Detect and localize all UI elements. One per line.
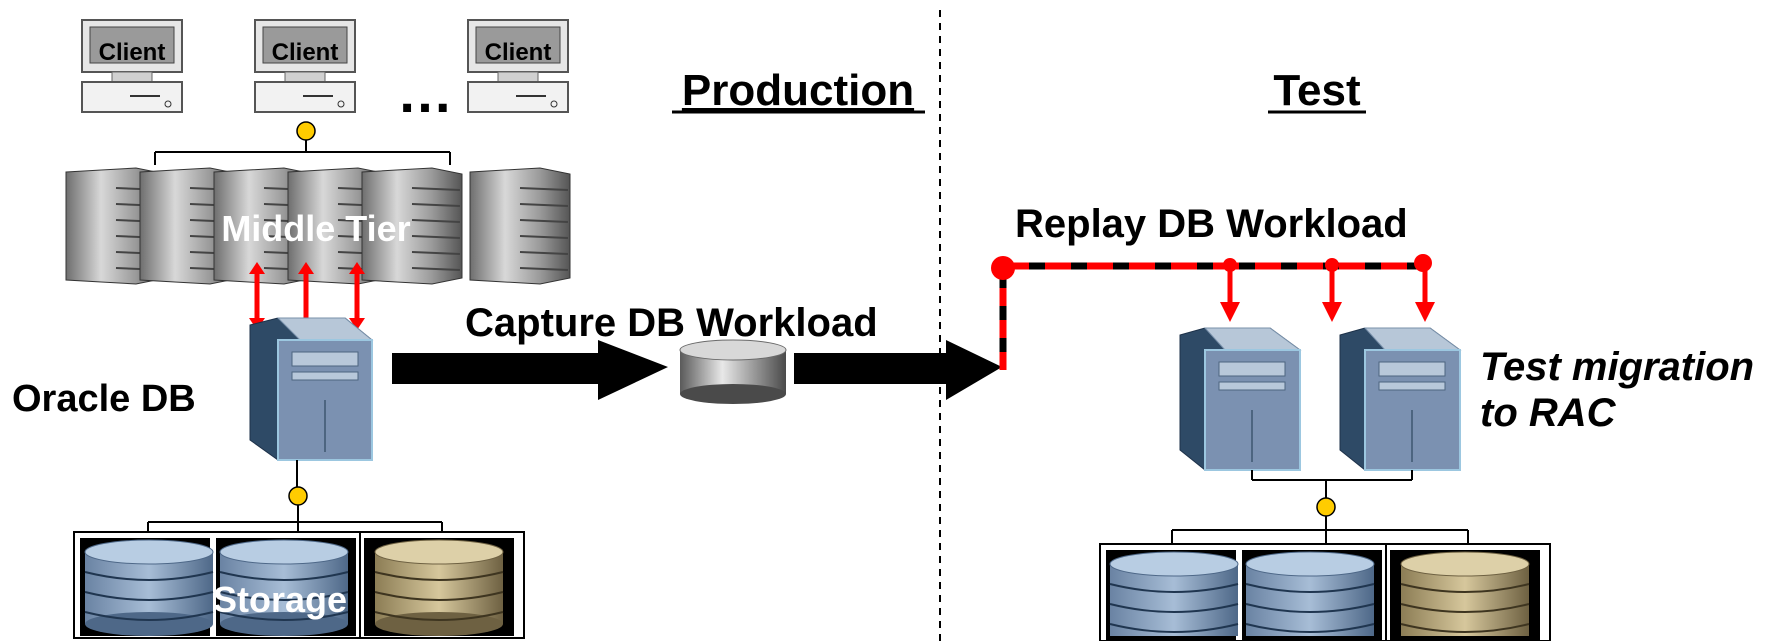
replay-bus: [991, 254, 1432, 370]
test-cluster-bus: [1171, 470, 1469, 544]
client-hub-connector: [296, 121, 316, 141]
capture-label: Capture DB Workload: [465, 301, 878, 345]
capture-storage-disk: [679, 339, 787, 404]
test-storage-disk-1: [1109, 551, 1239, 636]
test-storage-array: [1099, 543, 1551, 641]
clients-ellipsis: …: [397, 61, 453, 124]
replay-arrows: [1220, 266, 1435, 322]
test-storage-disk-2: [1245, 551, 1375, 636]
production-storage-array: [73, 531, 525, 639]
client-1-label: Client: [99, 39, 166, 66]
middle-tier-servers: [65, 167, 571, 285]
test-migration-line1: Test migration: [1480, 345, 1754, 389]
storage-disk-1: [84, 539, 214, 636]
test-storage-hub-connector: [1316, 497, 1336, 517]
production-title: Production: [682, 66, 914, 115]
storage-bus: [147, 505, 443, 532]
capture-arrow: [392, 340, 668, 400]
storage-hub-connector: [288, 486, 308, 506]
client-1: Client: [81, 19, 183, 113]
middle-tier-server-6: [469, 167, 571, 285]
replay-label: Replay DB Workload: [1015, 202, 1408, 246]
test-migration-line2: to RAC: [1480, 391, 1617, 435]
test-server-1: [1179, 327, 1302, 471]
oracle-db-server: [249, 317, 374, 461]
test-storage-disk-3: [1400, 551, 1530, 636]
oracle-db-label: Oracle DB: [12, 378, 196, 420]
storage-disk-3: [374, 539, 504, 636]
client-2-label: Client: [272, 39, 339, 66]
client-3: Client: [467, 19, 569, 113]
replay-input-arrow: [794, 340, 1002, 400]
client-2: Client: [254, 19, 356, 113]
test-title: Test: [1273, 66, 1361, 115]
middle-tier-server-5: [361, 167, 463, 285]
test-server-2: [1339, 327, 1462, 471]
client-3-label: Client: [485, 39, 552, 66]
storage-disk-2: [219, 539, 349, 636]
middle-tier-label: Middle Tier: [221, 208, 410, 249]
storage-label: Storage: [213, 579, 347, 620]
